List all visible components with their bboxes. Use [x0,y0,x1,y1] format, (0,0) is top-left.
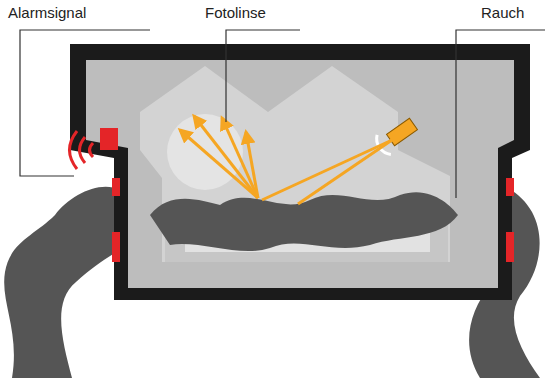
air-slot [506,178,514,196]
scattered-beam [180,130,258,198]
light-beam [262,140,392,200]
callout-label: Rauch [479,4,526,22]
scattered-beam [222,118,258,198]
air-slot [112,178,120,196]
smoke-left [4,187,126,378]
alarm-wave [90,143,94,157]
leader-line [226,30,300,122]
air-slot [112,232,120,262]
housing-outer [70,44,530,300]
light-emitter [373,114,421,157]
alarm-waves [70,131,94,169]
housing-inner [86,60,514,288]
scattered-beam [246,132,258,198]
air-slot [506,232,514,262]
leader-line [20,30,150,176]
alarm-wave [70,131,78,169]
scattered-beam [194,116,258,198]
alarm-wave [80,137,86,163]
leader-line [456,30,545,198]
light-beam [298,140,392,204]
callout-label: Fotolinse [203,4,268,22]
alarm-buzzer [100,128,118,150]
leader-lines [20,30,545,198]
callout-label: Alarmsignal [6,4,88,22]
light-beams [180,116,392,204]
